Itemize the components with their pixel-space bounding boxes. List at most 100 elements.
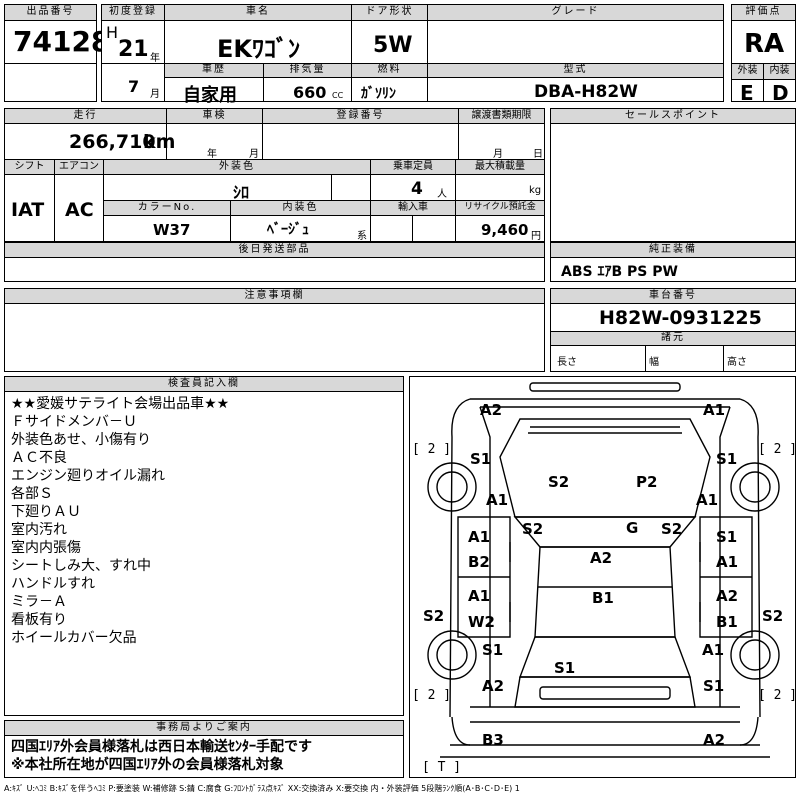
interior-color-label: 内装色 — [231, 201, 370, 216]
interior-label: 内装 — [764, 64, 795, 80]
inspection-label: 車検 — [167, 109, 262, 124]
inspection-year-unit: 年 — [207, 149, 217, 160]
inspector-note-line: シートしみ大、すれ中 — [11, 558, 151, 574]
displacement-unit: CC — [332, 91, 344, 100]
office-notice-box: 事務局よりご案内 四国ｴﾘｱ外会員様落札は西日本輸送ｾﾝﾀｰ手配です ※本社所在… — [4, 720, 404, 778]
score-box: 評価点 RA 外装 内装 E D — [731, 4, 796, 105]
mark-right-rear-door-2: B1 — [716, 613, 738, 631]
mark-right-front-door-1: S1 — [716, 528, 737, 546]
transfer-day-unit: 日 — [533, 149, 543, 160]
lot-number-label: 出品番号 — [5, 5, 96, 21]
later-parts-box: 後日発送部品 — [4, 242, 545, 282]
first-registration-box: 初度登録 H 21 年 7 月 — [101, 4, 165, 102]
exterior-score: E — [740, 81, 754, 105]
lot-number: 74128 — [13, 25, 111, 58]
inspector-note-line: ホイールカバー欠品 — [11, 630, 137, 646]
inspector-note-line: 看板有り — [11, 612, 67, 628]
spec-label: 諸元 — [551, 332, 795, 346]
genuine-equipment-value: ABS ｴｱB PS PW — [561, 264, 678, 280]
inspector-note-line: 室内内張傷 — [11, 540, 81, 556]
mark-rear-hatch: S1 — [554, 659, 575, 677]
mileage-value: 266,710 — [69, 131, 156, 153]
sales-point-box: セールスポイント — [550, 108, 796, 242]
car-diagram: [ 2 ] [ 2 ] [ 2 ] [ 2 ] [ T ] A2 A1 S1 S… — [412, 382, 795, 775]
recycle-value: 9,460 — [481, 221, 529, 239]
mark-hood-left: S2 — [548, 473, 569, 491]
later-parts-label: 後日発送部品 — [5, 243, 544, 258]
mark-right-rear-door-1: A2 — [716, 587, 738, 605]
mark-left-rear-door-2: W2 — [468, 613, 495, 631]
mark-fr-fender: A1 — [696, 491, 718, 509]
aircon-value: AC — [65, 199, 94, 221]
mileage-unit: km — [143, 131, 176, 153]
sales-point-label: セールスポイント — [551, 109, 795, 124]
car-info-box: 車名 ドア形状 EKﾜｺﾞﾝ 5W 車歴 排気量 燃料 自家用 660 CC ｶ… — [164, 4, 428, 106]
interior-score: D — [772, 81, 789, 105]
wheel-rl-label: [ 2 ] — [412, 688, 451, 703]
capacity-label: 乗車定員 — [371, 160, 455, 175]
score-value: RA — [744, 29, 785, 59]
mark-a-pillar-left: S2 — [522, 520, 543, 538]
mark-fr-fender-top: S1 — [716, 450, 737, 468]
inspector-note-line: エンジン廻りオイル漏れ — [11, 468, 165, 484]
color-number-value: W37 — [153, 221, 191, 239]
first-reg-month: 7 — [128, 77, 140, 96]
door-label: ドア形状 — [352, 5, 427, 21]
displacement-label: 排気量 — [264, 64, 351, 78]
first-registration-label: 初度登録 — [102, 5, 164, 21]
mileage-label: 走行 — [5, 109, 166, 124]
max-load-label: 最大積載量 — [456, 160, 544, 175]
year-unit: 年 — [150, 53, 160, 64]
inspector-note-line: 各部Ｓ — [11, 486, 53, 502]
wheel-rr-label: [ 2 ] — [758, 688, 795, 703]
import-label: 輸入車 — [371, 201, 455, 216]
wheel-fr-label: [ 2 ] — [758, 442, 795, 457]
mark-left-rear-door-1: A1 — [468, 587, 490, 605]
recycle-label: リサイクル預託金 — [456, 201, 544, 216]
shift-label: シフト — [5, 160, 54, 175]
office-notice-label: 事務局よりご案内 — [5, 721, 403, 736]
chassis-number-label: 車台番号 — [551, 289, 795, 304]
mark-rear-left-quarter: A2 — [482, 677, 504, 695]
mark-rl-fender: S1 — [482, 641, 503, 659]
mark-left-side-sill: S2 — [423, 607, 444, 625]
inspector-note-line: ＡＣ不良 — [11, 450, 67, 466]
transfer-deadline-label: 譲渡書類期限 — [459, 109, 544, 124]
door-type: 5W — [373, 33, 413, 58]
vehicle-detail-box: 走行 車検 登録番号 譲渡書類期限 266,710 km 年 月 月 日 シフト… — [4, 108, 545, 242]
width-label: 幅 — [649, 357, 659, 368]
era: H — [106, 23, 119, 42]
history-label: 車歴 — [165, 64, 263, 78]
genuine-equipment-label: 純正装備 — [551, 243, 795, 258]
recycle-unit: 円 — [531, 231, 541, 242]
mark-right-side-sill: S2 — [762, 607, 783, 625]
capacity-unit: 人 — [437, 189, 447, 200]
first-reg-year: 21 — [118, 37, 149, 62]
legend-text: A:ｷｽﾞ U:ﾍｺﾐ B:ｷｽﾞを伴うﾍｺﾐ P:要塗装 W:補修跡 S:錆 … — [4, 784, 520, 793]
mark-windshield: G — [626, 519, 638, 537]
model-value: DBA-H82W — [534, 82, 638, 102]
history-value: 自家用 — [183, 85, 237, 106]
office-notice-line: ※本社所在地が四国ｴﾘｱ外の会員様落札対象 — [11, 757, 284, 773]
fuel-value: ｶﾞｿﾘﾝ — [361, 86, 396, 102]
inspection-month-unit: 月 — [249, 149, 259, 160]
mark-rear-bumper-right: A2 — [703, 731, 725, 749]
mark-hood-right: P2 — [636, 473, 657, 491]
mark-front-left: A2 — [480, 401, 502, 419]
mark-front-right: A1 — [703, 401, 725, 419]
mark-right-front-door-2: A1 — [716, 553, 738, 571]
mark-a-pillar-right: S2 — [661, 520, 682, 538]
inspector-note-line: 下廻りＡＵ — [11, 504, 81, 520]
fuel-label: 燃料 — [352, 64, 427, 78]
damage-diagram-box: [ 2 ] [ 2 ] [ 2 ] [ 2 ] [ T ] A2 A1 S1 S… — [409, 376, 796, 778]
inspector-note-line: Ｆサイドメンバ－Ｕ — [11, 414, 137, 430]
mark-fl-fender-top: S1 — [470, 450, 491, 468]
inspector-note-line: ミラ－Ａ — [11, 594, 67, 610]
grade-label: グレード — [428, 5, 723, 21]
chassis-number-value: H82W-0931225 — [599, 307, 762, 329]
transfer-month-unit: 月 — [493, 149, 503, 160]
mark-left-front-door-2: B2 — [468, 553, 490, 571]
inspector-notes-label: 検査員記入欄 — [5, 377, 403, 392]
inspector-note-line: ★★愛媛サテライト会場出品車★★ — [11, 396, 230, 412]
interior-color-value: ﾍﾞｰｼﾞｭ — [267, 222, 309, 238]
